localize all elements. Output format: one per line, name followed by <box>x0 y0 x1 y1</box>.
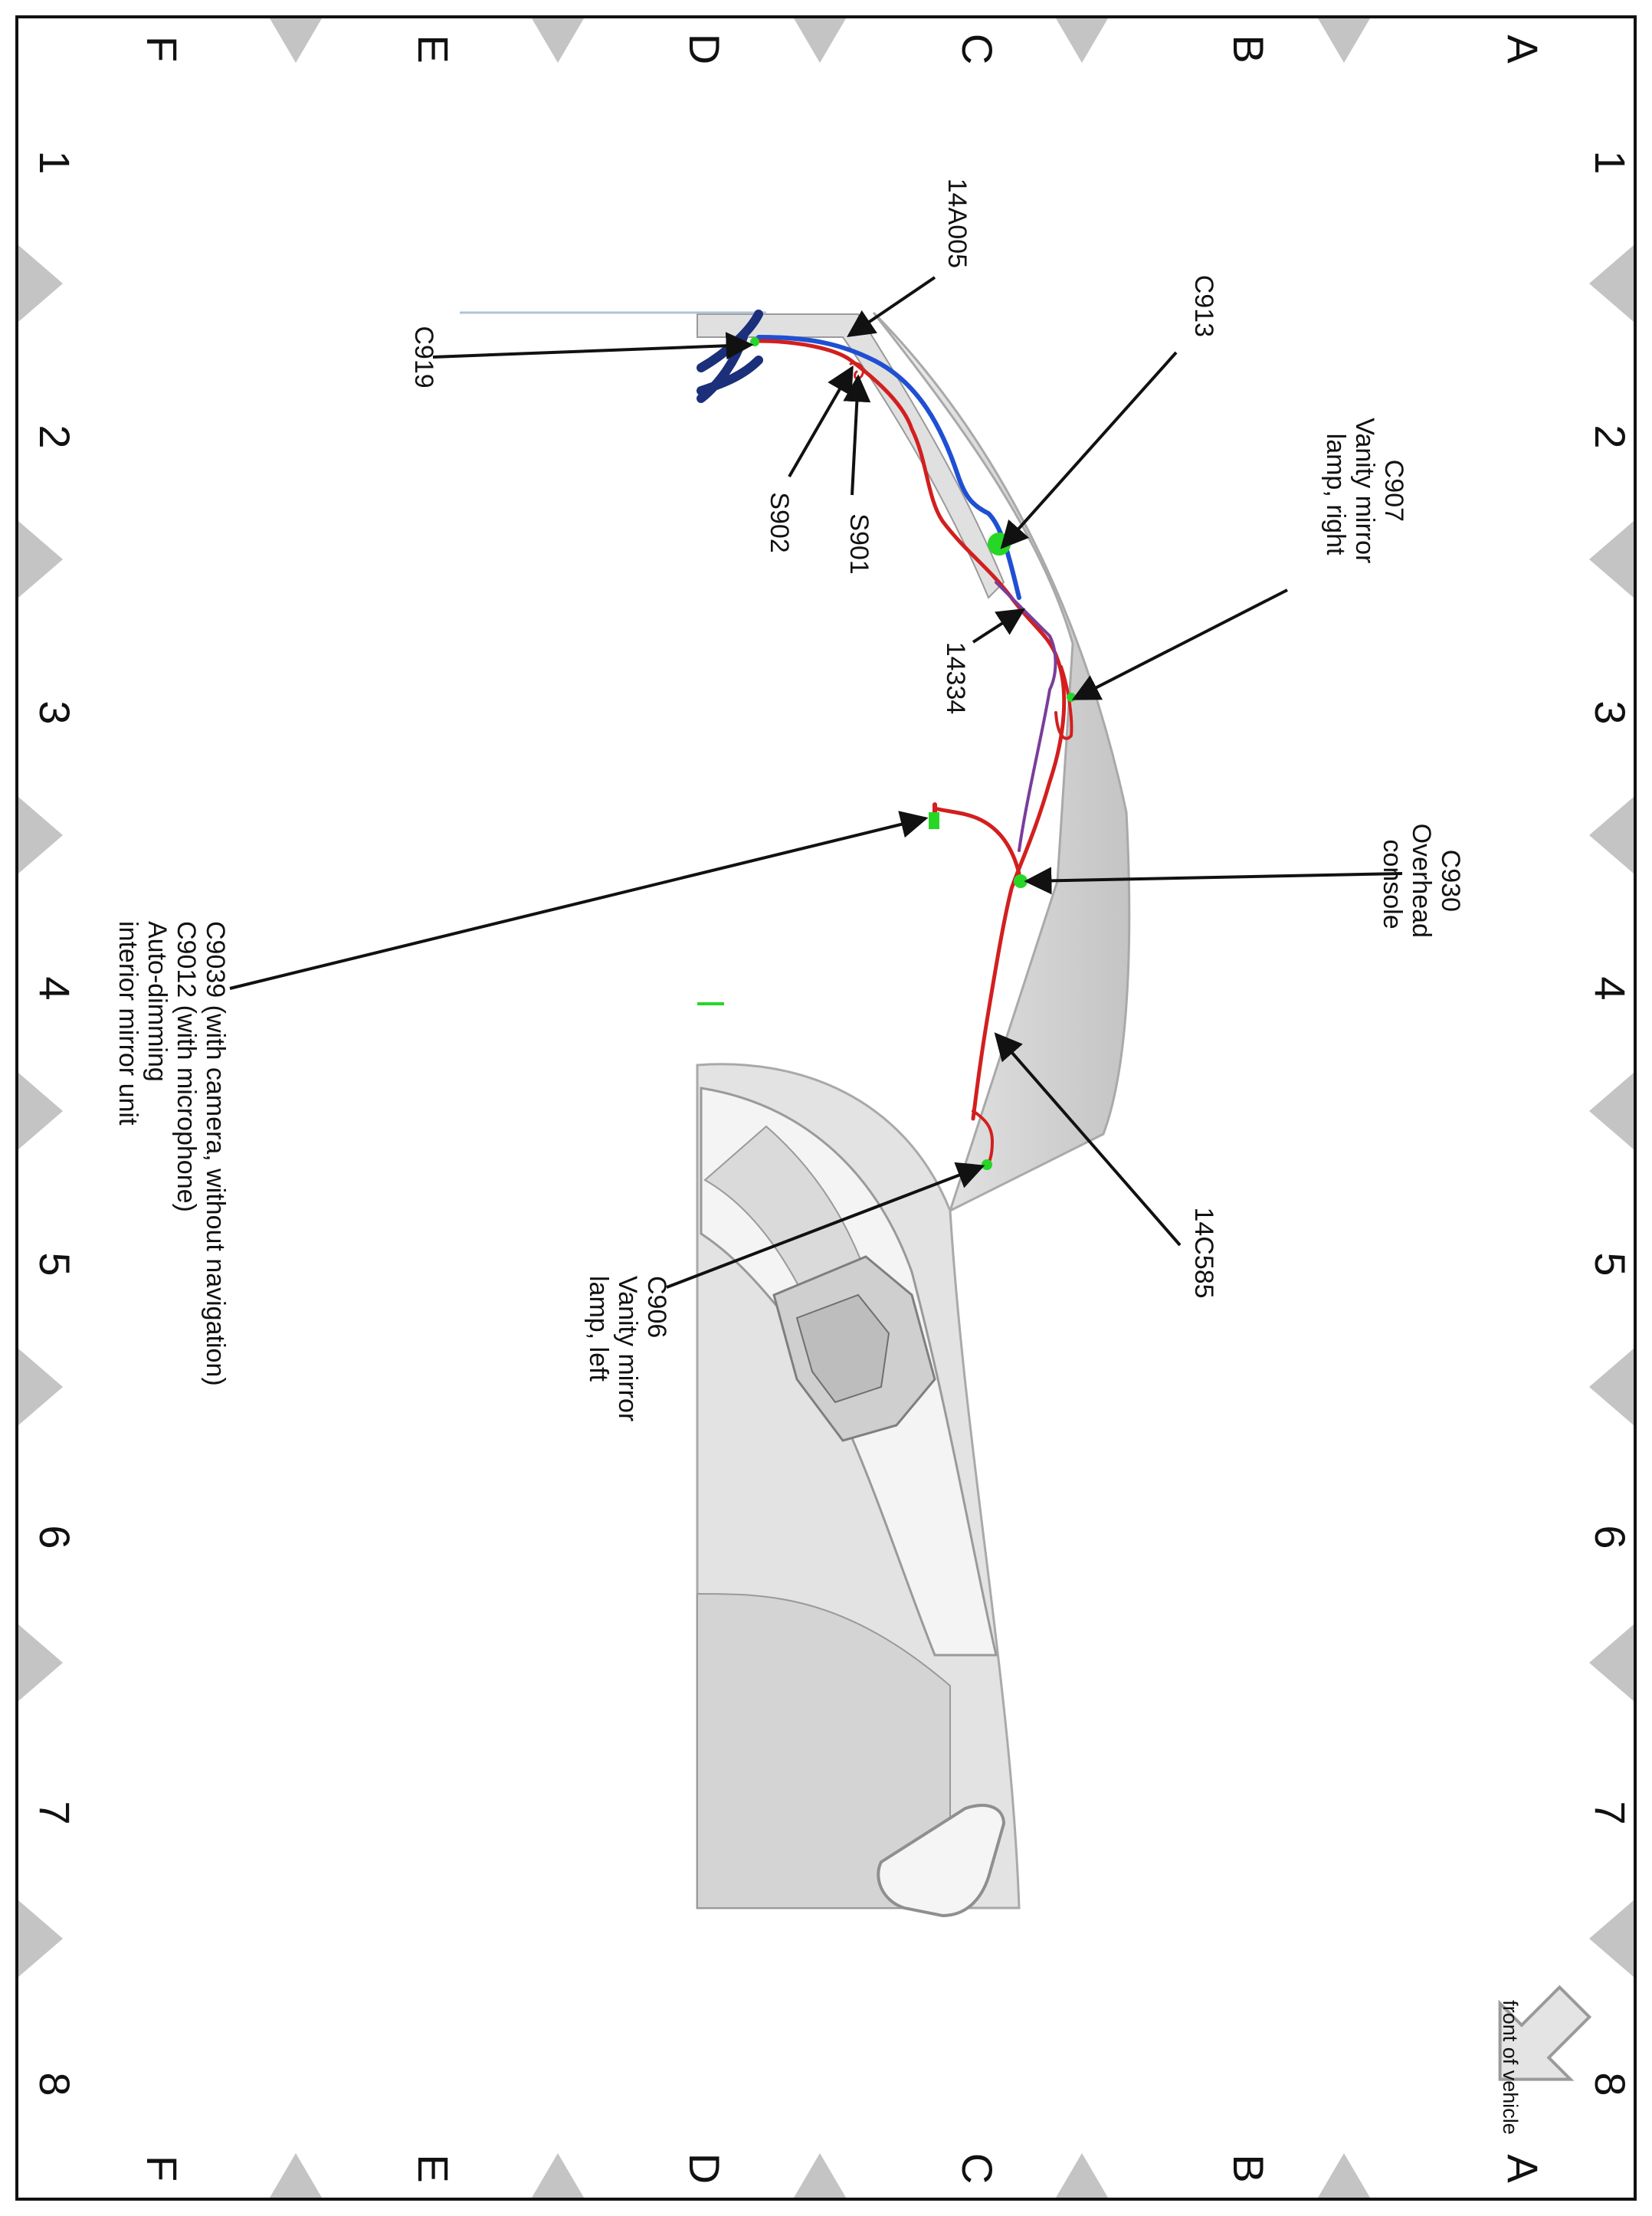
arrow-c913 <box>1000 351 1178 549</box>
col-label-left-1: 1 <box>31 150 79 174</box>
col-label-right-4: 4 <box>1586 976 1634 1000</box>
col-label-right-6: 6 <box>1586 1525 1634 1549</box>
label-c930: C930 Overhead console <box>1378 824 1465 946</box>
connector-c913 <box>988 533 1011 556</box>
front-arrow-icon <box>1498 1985 1592 2081</box>
wire-red-loop-c907 <box>1054 665 1073 740</box>
label-c906: C906 Vanity mirror lamp, left <box>584 1276 671 1429</box>
grid-markers <box>18 18 1634 2198</box>
wire-red-main <box>756 339 1067 1121</box>
connector-c930 <box>1014 874 1028 888</box>
front-of-vehicle-indicator: front of vehicle <box>1498 1985 1592 2135</box>
col-label-left-3: 3 <box>31 700 79 724</box>
arrow-c919 <box>432 332 754 360</box>
row-label-top-b: B <box>1224 34 1273 63</box>
label-c913: C913 <box>1189 275 1218 337</box>
col-label-right-7: 7 <box>1586 1801 1634 1824</box>
label-c907: C907 Vanity mirror lamp, right <box>1321 418 1408 571</box>
label-14334: 14334 <box>941 642 970 715</box>
lower-structure <box>697 1592 951 1909</box>
label-14c585: 14C585 <box>1189 1207 1218 1298</box>
arrow-14c585 <box>994 1032 1182 1247</box>
callout-labels: C913 C907 Vanity mirror lamp, right 14A0… <box>113 179 1465 1429</box>
arrow-c906 <box>666 1162 985 1289</box>
row-label-bottom-b: B <box>1224 2154 1273 2182</box>
callout-arrows <box>229 276 1403 1289</box>
connector-c906 <box>982 1159 992 1170</box>
row-label-top-c: C <box>953 34 1001 64</box>
row-label-bottom-f: F <box>138 2155 186 2182</box>
connector-c919 <box>750 337 759 346</box>
wire-red-branch-mirror <box>933 806 1021 876</box>
arrow-c9039 <box>229 811 929 990</box>
row-label-bottom-a: A <box>1499 2154 1547 2183</box>
col-label-right-2: 2 <box>1586 425 1634 448</box>
col-label-left-8: 8 <box>31 2072 79 2096</box>
label-14a005: 14A005 <box>942 179 972 268</box>
arrow-s902 <box>788 365 854 478</box>
label-s901: S901 <box>844 513 874 574</box>
wire-purple <box>995 581 1057 852</box>
arrow-14a005 <box>847 276 936 338</box>
row-label-bottom-e: E <box>409 2154 457 2182</box>
col-label-right-1: 1 <box>1586 150 1634 174</box>
col-label-left-4: 4 <box>31 976 79 1000</box>
arrow-s901 <box>843 374 871 496</box>
wiring-harness <box>697 310 1073 1166</box>
arrow-c930 <box>1024 867 1403 895</box>
connector-c9039 <box>929 812 939 829</box>
row-label-top-e: E <box>409 34 457 63</box>
row-label-top-a: A <box>1499 34 1547 64</box>
col-label-right-5: 5 <box>1586 1252 1634 1276</box>
row-label-top-f: F <box>138 36 186 62</box>
vehicle-body <box>460 311 1131 1918</box>
front-pillar <box>697 313 1005 599</box>
row-label-bottom-c: C <box>953 2153 1001 2184</box>
label-c9039: C9039 (with camera, without navigation) … <box>113 921 230 1393</box>
wire-blue <box>756 335 1021 600</box>
col-label-right-8: 8 <box>1586 2072 1634 2096</box>
col-label-left-6: 6 <box>31 1525 79 1549</box>
col-label-left-7: 7 <box>31 1801 79 1824</box>
arrow-14334 <box>972 608 1026 644</box>
col-label-right-3: 3 <box>1586 700 1634 724</box>
arrow-c907 <box>1071 588 1288 700</box>
label-s902: S902 <box>765 492 794 552</box>
window-opening <box>877 1804 1006 1918</box>
headliner-panel <box>872 311 1131 1213</box>
frame-border <box>15 15 1637 2201</box>
col-label-left-5: 5 <box>31 1252 79 1276</box>
row-label-bottom-d: D <box>680 2153 729 2184</box>
label-c919: C919 <box>409 326 438 388</box>
front-of-vehicle-label: front of vehicle <box>1499 2000 1522 2135</box>
row-label-top-d: D <box>680 34 729 64</box>
col-label-left-2: 2 <box>31 425 79 448</box>
